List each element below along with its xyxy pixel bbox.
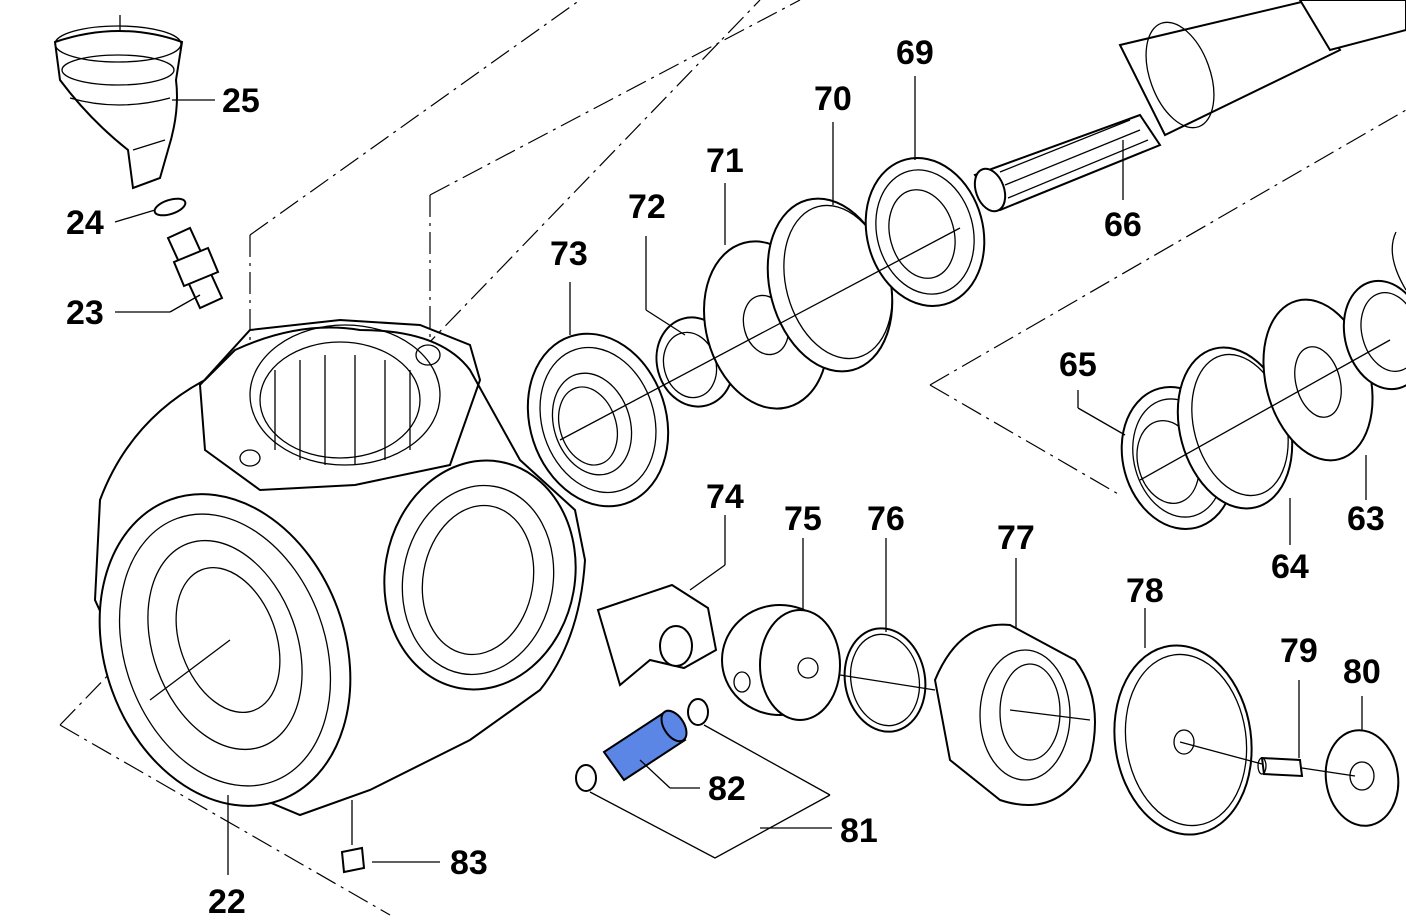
part-66-pinion-shaft xyxy=(973,0,1406,213)
callout-66: 66 xyxy=(1104,206,1142,244)
callout-77: 77 xyxy=(997,519,1035,557)
callout-74: 74 xyxy=(706,478,744,516)
part-77-side-gear xyxy=(933,623,1096,806)
part-81-circlips xyxy=(575,698,831,859)
callout-72: 72 xyxy=(628,188,666,226)
part-23-fitting xyxy=(166,226,224,310)
highlighted-pin-end xyxy=(660,709,688,743)
callout-80: 80 xyxy=(1343,653,1381,691)
callout-25: 25 xyxy=(222,82,260,120)
callout-81: 81 xyxy=(840,812,878,850)
part-80-washer xyxy=(1324,729,1400,827)
callout-83: 83 xyxy=(450,844,488,882)
callout-73: 73 xyxy=(550,235,588,273)
callout-23: 23 xyxy=(66,294,104,332)
part-22-housing xyxy=(93,318,587,817)
part-78-cover-plate xyxy=(1113,644,1253,836)
part-82-highlighted-pin xyxy=(602,709,688,782)
part-24-o-ring xyxy=(153,197,187,217)
center-axis-segments xyxy=(149,227,1391,777)
callout-65: 65 xyxy=(1059,346,1097,384)
callout-76: 76 xyxy=(867,500,905,538)
leader-lines xyxy=(114,76,1367,875)
callout-79: 79 xyxy=(1280,632,1318,670)
part-83-plug xyxy=(340,800,366,874)
part-25-funnel xyxy=(53,25,184,190)
callout-labels: 25 24 23 22 83 73 72 71 70 69 66 65 64 6… xyxy=(66,34,1385,921)
callout-64: 64 xyxy=(1271,548,1309,586)
callout-70: 70 xyxy=(814,80,852,118)
callout-75: 75 xyxy=(784,500,822,538)
callout-22: 22 xyxy=(208,883,246,921)
callout-63: 63 xyxy=(1347,500,1385,538)
part-69-tapered-bearing xyxy=(864,157,986,307)
callout-71: 71 xyxy=(706,142,744,180)
callout-78: 78 xyxy=(1126,572,1164,610)
callout-69: 69 xyxy=(896,34,934,72)
callout-24: 24 xyxy=(66,204,104,242)
part-79-pin xyxy=(1257,756,1304,778)
part-75-differential-case xyxy=(721,604,841,721)
callout-82: 82 xyxy=(708,770,746,808)
part-76-snap-ring xyxy=(843,627,927,733)
part-74-support xyxy=(596,583,718,687)
